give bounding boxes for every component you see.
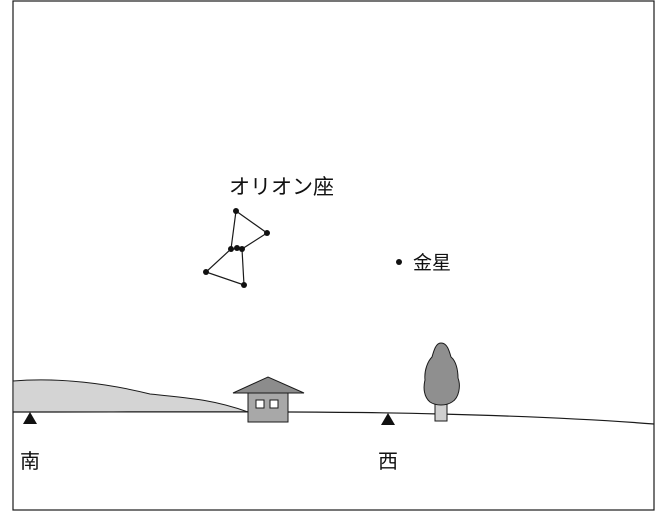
venus-label: 金星: [413, 252, 451, 274]
west-label: 西: [378, 449, 398, 473]
orion-stars: [203, 208, 270, 288]
house-roof: [232, 376, 305, 394]
orion-star: [203, 269, 209, 275]
west-marker-icon: [381, 413, 395, 425]
orion-star: [233, 208, 239, 214]
tree: [423, 342, 460, 422]
orion-star: [228, 246, 234, 252]
house-window-left: [255, 399, 265, 409]
constellation-name: オリオン座: [229, 175, 334, 199]
hill: [12, 379, 249, 413]
house-wall: [247, 392, 289, 423]
orion-star: [264, 230, 270, 236]
orion-star: [239, 246, 245, 252]
south-label: 南: [20, 449, 40, 473]
house: [232, 376, 305, 423]
horizon-line: [12, 411, 655, 425]
orion-star: [241, 282, 247, 288]
venus-dot: [396, 259, 402, 265]
tree-foliage: [423, 342, 460, 406]
diagram-frame: [12, 0, 655, 511]
orion-star: [234, 245, 240, 251]
south-marker-icon: [23, 412, 37, 424]
house-window-right: [269, 399, 279, 409]
